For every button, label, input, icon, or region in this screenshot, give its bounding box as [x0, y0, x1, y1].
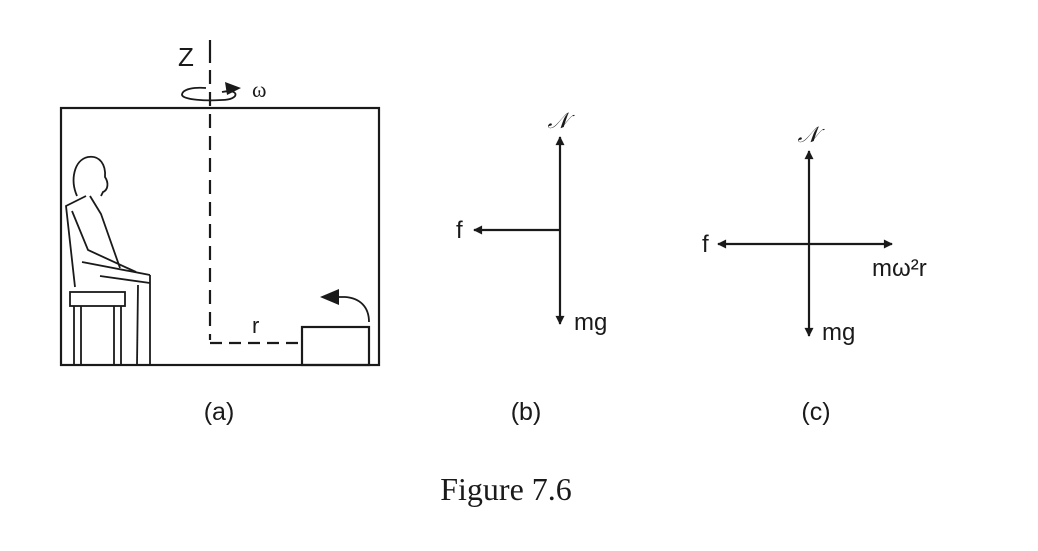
caption-a: (a)	[204, 398, 235, 426]
panel-c-force-diagram: 𝒩 f mω²r mg (c)	[702, 122, 927, 426]
centrifugal-label: mω²r	[872, 255, 927, 282]
stool	[69, 291, 126, 365]
friction-label-c: f	[702, 231, 709, 258]
caption-c: (c)	[801, 398, 830, 426]
curved-motion-arrow	[338, 296, 370, 323]
panel-b-force-diagram: 𝒩 f mg (b)	[456, 108, 607, 426]
figure-caption: Figure 7.6	[440, 471, 572, 507]
radius-label: r	[252, 313, 259, 338]
room-outline	[59, 106, 381, 367]
weight-label-c: mg	[822, 319, 855, 346]
omega-label: ω	[252, 77, 266, 102]
rotation-arrow	[181, 82, 241, 102]
seated-person-figure	[65, 155, 151, 366]
friction-label-b: f	[456, 217, 463, 244]
panel-a-rotating-room: Z ω	[59, 40, 381, 426]
axis-label-z: Z	[178, 42, 194, 72]
weight-label-b: mg	[574, 309, 607, 336]
block-on-floor	[300, 325, 371, 367]
normal-label-c: 𝒩	[797, 122, 825, 147]
curved-arrow-head	[320, 289, 339, 305]
normal-label-b: 𝒩	[547, 108, 575, 133]
caption-b: (b)	[511, 398, 542, 426]
